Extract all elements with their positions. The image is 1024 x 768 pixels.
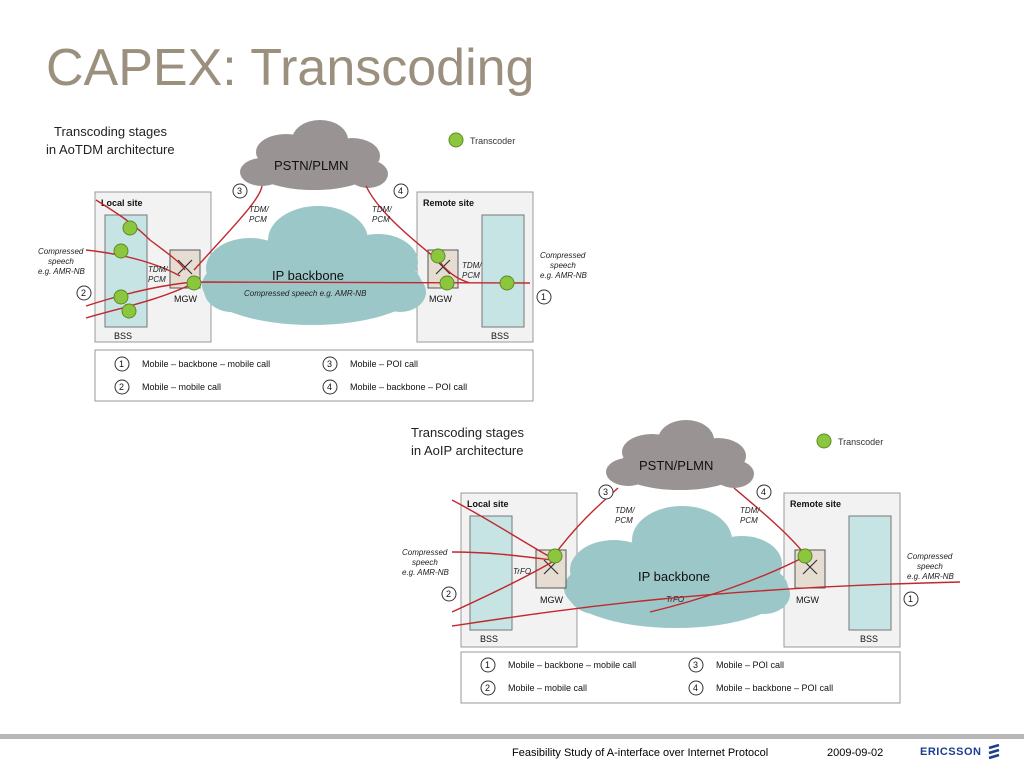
aotdm-legend-text-4: Mobile – backbone – POI call: [350, 382, 467, 392]
local-mgw-label: MGW: [174, 294, 197, 304]
aoip-call-paths: [451, 487, 961, 627]
aoip-backbone-trfo: TrFO: [666, 595, 684, 604]
aoip-trfo-label: TrFO: [513, 567, 531, 576]
left-compressed-line1: Compressed: [38, 247, 84, 256]
left-tdm-label-line1: TDM/: [148, 265, 168, 274]
footer-document-title: Feasibility Study of A-interface over In…: [512, 747, 769, 759]
aoip-local-bss-label: BSS: [480, 634, 498, 644]
aoip-legend-text-1: Mobile – backbone – mobile call: [508, 660, 636, 670]
aoip-left-compressed-3: e.g. AMR-NB: [402, 568, 449, 577]
aoip-markers: 3 4 2 1: [441, 484, 919, 607]
ip-backbone-label: IP backbone: [272, 268, 344, 283]
aoip-pstn-cloud: [606, 420, 754, 490]
aoip-legend-num-4: 4: [693, 683, 698, 693]
aotdm-marker-2: 2: [81, 288, 86, 298]
aoip-local-bss-box: [469, 515, 513, 631]
aoip-remote-mgw-label: MGW: [796, 595, 819, 605]
right-compressed-line3: e.g. AMR-NB: [540, 271, 587, 280]
aotdm-diagram: Transcoding stages in AoTDM architecture…: [38, 120, 587, 402]
aoip-pstn-label: PSTN/PLMN: [639, 458, 713, 473]
aoip-remote-bss-label: BSS: [860, 634, 878, 644]
aotdm-legend-num-4: 4: [327, 382, 332, 392]
remote-site-label: Remote site: [423, 198, 474, 208]
aoip-tdm4-line1: TDM/: [740, 506, 760, 515]
left-compressed-line3: e.g. AMR-NB: [38, 267, 85, 276]
ericsson-logo: ERICSSON: [920, 743, 1001, 761]
aoip-legend-num-3: 3: [693, 660, 698, 670]
aoip-left-compressed-2: speech: [412, 558, 438, 567]
aotdm-heading-line1: Transcoding stages: [54, 124, 167, 139]
aotdm-marker-1: 1: [541, 292, 546, 302]
aoip-marker-4: 4: [761, 487, 766, 497]
aoip-legend-num-2: 2: [485, 683, 490, 693]
aoip-marker-1: 1: [908, 594, 913, 604]
right-compressed-line1: Compressed: [540, 251, 586, 260]
aotdm-legend-text-2: Mobile – mobile call: [142, 382, 221, 392]
remote-bss-box: [481, 214, 525, 328]
aotdm-transcoders: [113, 220, 515, 319]
footer-divider: [0, 734, 1024, 739]
remote-mgw-label: MGW: [429, 294, 452, 304]
remote-bss-label: BSS: [491, 331, 509, 341]
aoip-remote-bss-box: [848, 515, 892, 631]
tdm3-label-line1: TDM/: [249, 205, 269, 214]
aotdm-heading-line2: in AoTDM architecture: [46, 142, 175, 157]
aotdm-legend-num-1: 1: [119, 359, 124, 369]
pstn-cloud-label: PSTN/PLMN: [274, 158, 348, 173]
right-tdm-label-line2: PCM: [462, 271, 480, 280]
aotdm-marker-3: 3: [237, 186, 242, 196]
aotdm-legend-box: [94, 349, 534, 402]
aoip-tdm4-line2: PCM: [740, 516, 758, 525]
aotdm-legend-num-2: 2: [119, 382, 124, 392]
aoip-remote-site-label: Remote site: [790, 499, 841, 509]
aoip-legend-num-1: 1: [485, 660, 490, 670]
aoip-transcoders: [547, 548, 813, 564]
aotdm-markers: 3 4 2 1: [76, 183, 552, 305]
aoip-left-compressed-1: Compressed: [402, 548, 448, 557]
right-compressed-line2: speech: [550, 261, 576, 270]
ericsson-mark-icon: [989, 744, 1000, 760]
aoip-transcoder-legend-icon: [816, 433, 832, 449]
footer-date: 2009-09-02: [827, 747, 884, 759]
aotdm-marker-4: 4: [398, 186, 403, 196]
aoip-legend-text-4: Mobile – backbone – POI call: [716, 683, 833, 693]
transcoder-legend-label: Transcoder: [470, 136, 515, 146]
aoip-local-mgw-label: MGW: [540, 595, 563, 605]
aotdm-legend-num-3: 3: [327, 359, 332, 369]
local-mgw-switch-icon: [177, 259, 193, 275]
local-site-label: Local site: [101, 198, 143, 208]
ip-backbone-cloud: [202, 206, 426, 325]
aoip-legend-text-2: Mobile – mobile call: [508, 683, 587, 693]
tdm4-label-line2: PCM: [372, 215, 390, 224]
pstn-cloud: [240, 120, 388, 190]
transcoder-legend-icon: [448, 132, 464, 148]
right-tdm-label-line1: TDM/: [462, 261, 482, 270]
local-bss-label: BSS: [114, 331, 132, 341]
aoip-ip-cloud: [564, 506, 790, 628]
aoip-legend-box: [460, 651, 901, 704]
aoip-marker-3: 3: [603, 487, 608, 497]
backbone-compressed-label: Compressed speech e.g. AMR-NB: [244, 289, 367, 298]
aoip-right-compressed-1: Compressed: [907, 552, 953, 561]
aoip-transcoder-legend-label: Transcoder: [838, 437, 883, 447]
left-compressed-line2: speech: [48, 257, 74, 266]
aoip-local-site-label: Local site: [467, 499, 509, 509]
aoip-legend-text-3: Mobile – POI call: [716, 660, 784, 670]
aoip-ip-label: IP backbone: [638, 569, 710, 584]
aotdm-legend-text-1: Mobile – backbone – mobile call: [142, 359, 270, 369]
aoip-right-compressed-2: speech: [917, 562, 943, 571]
slide-title: CAPEX: Transcoding: [46, 39, 535, 97]
aoip-tdm3-line2: PCM: [615, 516, 633, 525]
aoip-marker-2: 2: [446, 589, 451, 599]
aoip-diagram: Transcoding stages in AoIP architecture …: [402, 420, 961, 704]
left-tdm-label-line2: PCM: [148, 275, 166, 284]
aoip-right-compressed-3: e.g. AMR-NB: [907, 572, 954, 581]
tdm3-label-line2: PCM: [249, 215, 267, 224]
aotdm-legend-text-3: Mobile – POI call: [350, 359, 418, 369]
aoip-heading-line2: in AoIP architecture: [411, 443, 524, 458]
aoip-heading-line1: Transcoding stages: [411, 425, 524, 440]
ericsson-logo-text: ERICSSON: [920, 746, 982, 758]
tdm4-label-line1: TDM/: [372, 205, 392, 214]
aoip-tdm3-line1: TDM/: [615, 506, 635, 515]
